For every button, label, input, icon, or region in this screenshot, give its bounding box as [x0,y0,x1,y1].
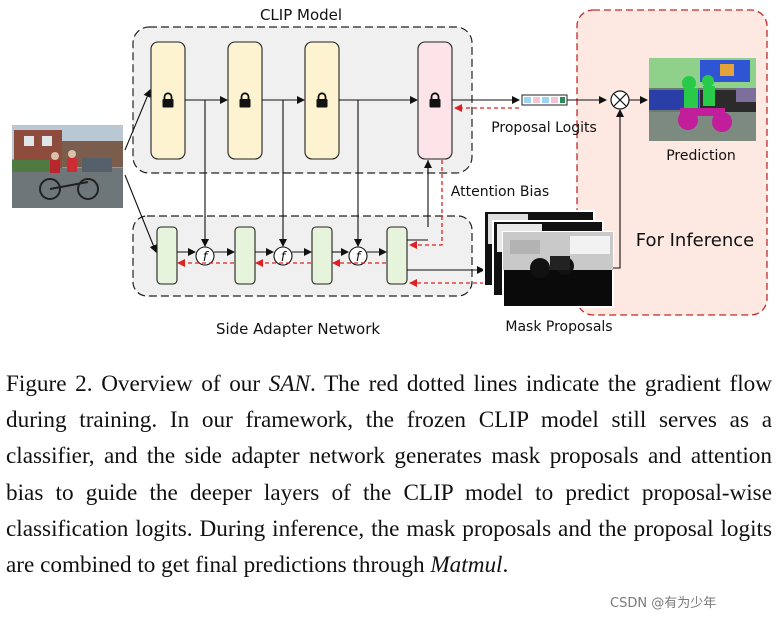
svg-text:f: f [203,250,210,265]
watermark: CSDN @有为少年 [610,596,717,611]
caption-prefix: Figure 2. Overview of our [6,371,269,397]
svg-text:f: f [281,250,288,265]
proposal-logits-label: Proposal Logits [491,120,597,136]
caption-san: SAN [268,371,310,397]
for-inference-label: For Inference [636,230,754,251]
prediction-label: Prediction [666,148,736,164]
svg-text:f: f [356,250,363,265]
prediction-image [649,58,756,141]
caption-matmul: Matmul [430,552,503,579]
proposal-logits-bar [521,94,568,106]
matmul-icon [610,90,630,110]
fusion-icon: f [273,246,293,266]
fusion-icon: f [348,246,368,266]
input-image [12,125,123,208]
caption-end: . [502,552,509,579]
adapter-block-4 [386,226,408,285]
figure-caption: Figure 2. Overview of our SAN. The red d… [6,366,772,583]
adapter-block-3 [311,226,333,285]
side-adapter-label: Side Adapter Network [216,320,380,338]
figure-diagram: For Inference CLIP Model Side Adapter Ne… [12,6,768,338]
caption-body: . The red dotted lines indicate the grad… [6,371,772,579]
clip-model-label: CLIP Model [260,6,342,24]
mask-proposals-label: Mask Proposals [505,319,612,335]
fusion-icon: f [195,246,215,266]
side-adapter-container [132,215,473,297]
adapter-block-1 [156,226,178,285]
adapter-block-2 [234,226,256,285]
attention-bias-label: Attention Bias [451,184,549,200]
mask-proposals [483,210,614,308]
